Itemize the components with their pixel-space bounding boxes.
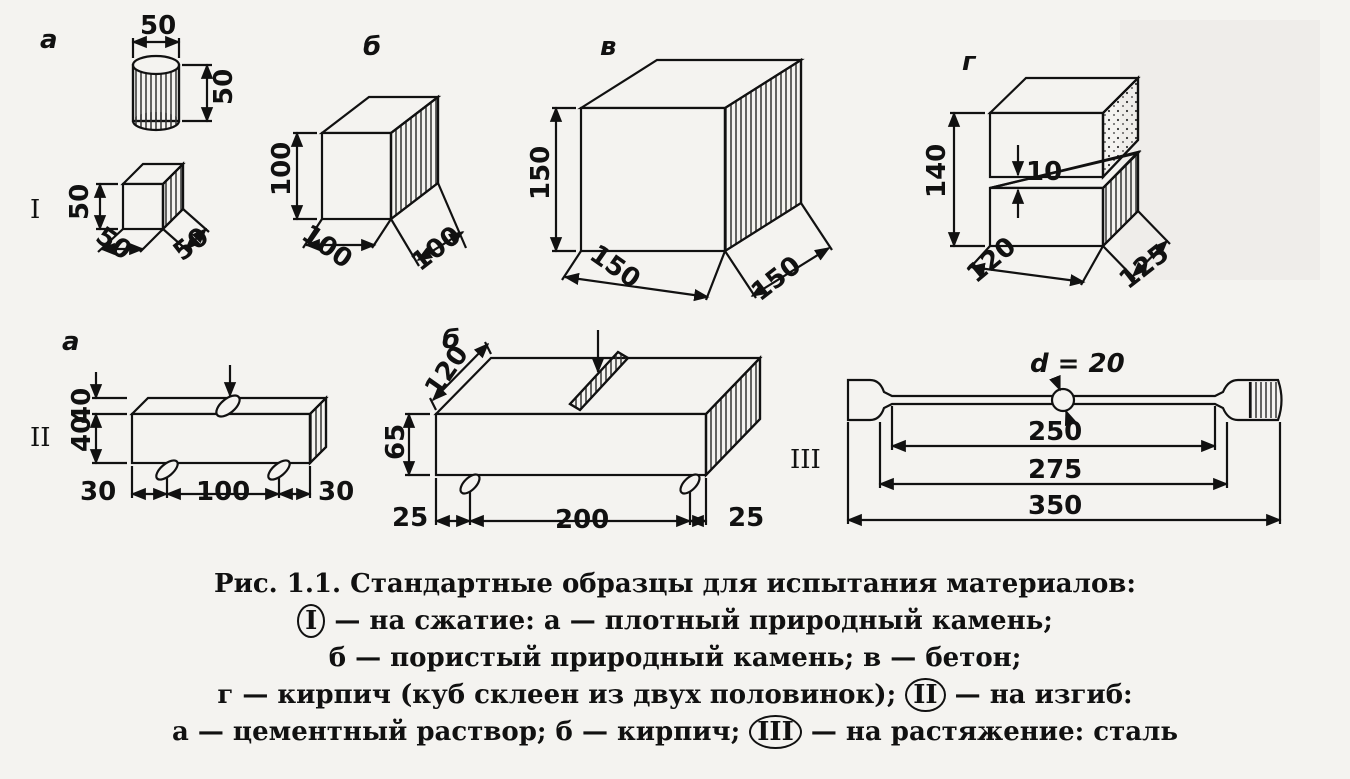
caption-line-1: Рис. 1.1. Стандартные образцы для испыта…	[214, 569, 1136, 599]
figure-caption: Рис. 1.1. Стандартные образцы для испыта…	[40, 566, 1310, 751]
dim-III-l3: 350	[1028, 491, 1082, 521]
dim-III-l1: 250	[1028, 417, 1082, 447]
dim-IIb-left: 25	[392, 503, 428, 533]
dim-Ia-cube-h: 50	[65, 184, 95, 220]
caption-marker-II: II	[905, 678, 946, 712]
caption-marker-I: I	[297, 604, 326, 638]
dim-IIb-h: 65	[381, 424, 411, 460]
dim-Ia-cyl-diameter: 50	[140, 11, 176, 41]
label-IIb-letter: б	[442, 325, 460, 355]
specimen-III-steel-bar	[846, 374, 1283, 527]
label-Iv-letter: в	[600, 32, 616, 62]
specimen-Ig-glued-cube	[947, 75, 1171, 287]
label-panel-I: I	[30, 195, 40, 225]
dim-Ig-h: 140	[922, 144, 952, 198]
specimen-Ia-cube	[93, 161, 210, 256]
specimen-Ib-cube	[290, 94, 468, 267]
dim-IIa-left: 30	[80, 477, 116, 507]
specimen-IIb-brick	[402, 330, 763, 528]
label-Ig-letter: г	[962, 47, 977, 77]
caption-line-4: г — кирпич (куб склеен из двух половинок…	[40, 677, 1310, 714]
dim-IIa-h1: 40	[67, 388, 97, 424]
panel-III-labels: III d = 20 250 275 350	[790, 349, 1125, 521]
label-IIa-letter: а	[62, 327, 80, 357]
specimen-Ia-cylinder	[131, 35, 214, 132]
label-Ib-letter: б	[363, 32, 381, 62]
dim-Iv-d: 150	[746, 250, 807, 307]
dim-III-l2: 275	[1028, 455, 1082, 485]
caption-line-3: б — пористый природный камень; в — бетон…	[328, 643, 1022, 673]
panel-II-labels: а II 40 40 30 100 30 б 120 65 25 200 25	[30, 325, 764, 535]
dim-Ib-h: 100	[267, 142, 297, 196]
caption-line-5-text: а — цементный раствор; б — кирпич;	[171, 717, 741, 747]
label-panel-II: II	[30, 423, 51, 453]
caption-line-4-tail: — на изгиб:	[954, 680, 1133, 710]
dim-Ib-w: 100	[296, 219, 358, 275]
caption-marker-III: III	[749, 715, 802, 749]
specimen-Iv-cube	[549, 58, 833, 302]
caption-line-2-text: — на сжатие: а — плотный природный камен…	[334, 606, 1053, 636]
dim-Ig-joint: 10	[1026, 157, 1062, 187]
dim-IIb-span: 200	[555, 505, 609, 535]
dim-IIa-span: 100	[196, 477, 250, 507]
label-panel-III: III	[790, 445, 821, 475]
caption-line-5: а — цементный раствор; б — кирпич; III —…	[40, 714, 1310, 751]
dim-IIa-right: 30	[318, 477, 354, 507]
dim-Ia-cyl-height: 50	[209, 69, 239, 105]
dim-III-diameter: d = 20	[1030, 349, 1125, 379]
dim-Ia-cube-d: 50	[168, 222, 215, 268]
caption-line-4-text: г — кирпич (куб склеен из двух половинок…	[217, 680, 897, 710]
caption-line-5-tail: — на растяжение: сталь	[810, 717, 1179, 747]
specimen-IIa-beam	[89, 365, 329, 501]
dim-IIb-right: 25	[728, 503, 764, 533]
dim-Iv-h: 150	[526, 146, 556, 200]
label-Ia-letter: а	[40, 25, 58, 55]
background-page-text	[1120, 20, 1320, 280]
dim-IIa-h2: 40	[67, 416, 97, 452]
caption-line-2: I — на сжатие: а — плотный природный кам…	[40, 603, 1310, 640]
